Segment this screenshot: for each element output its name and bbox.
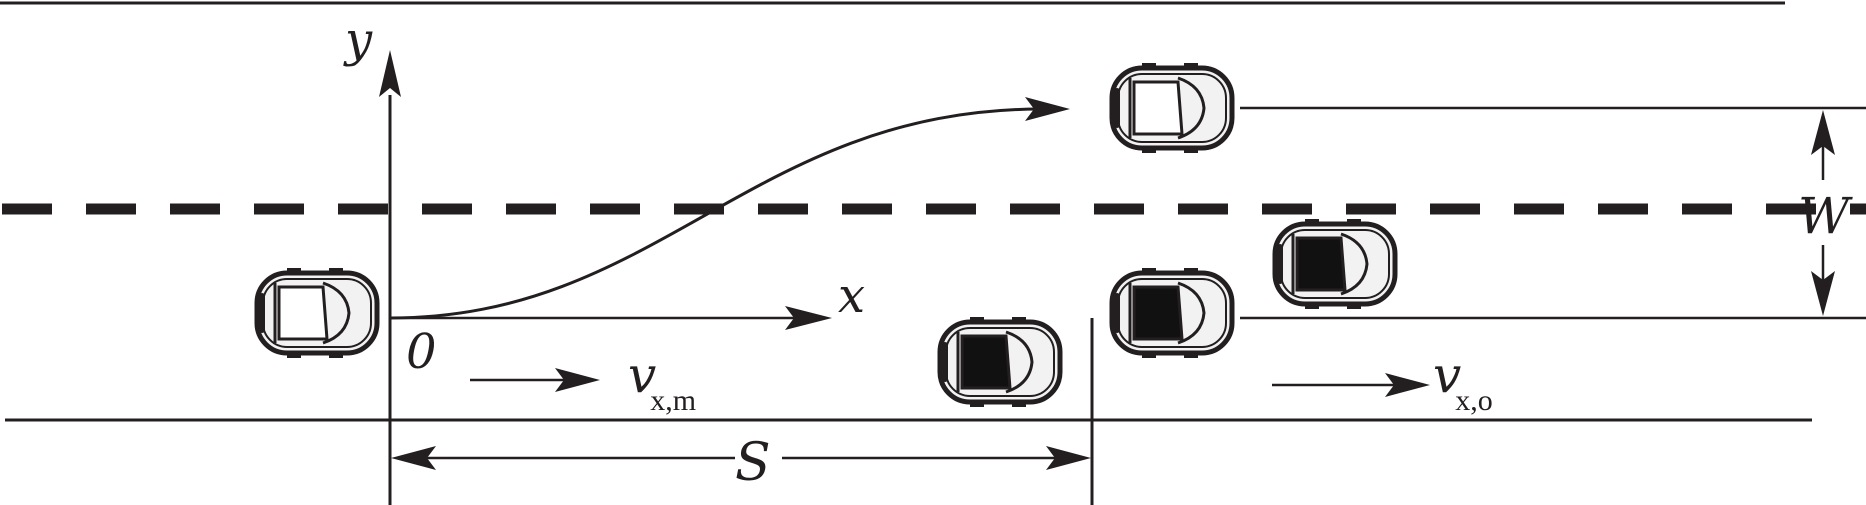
trajectory-curve xyxy=(389,107,1041,320)
velocity-merge-label: vx,m xyxy=(628,346,696,417)
width-label: W xyxy=(1798,187,1853,245)
origin-label: 0 xyxy=(406,324,437,380)
distance-label: S xyxy=(735,433,771,493)
car-icon xyxy=(1112,268,1232,358)
x-axis-arrow-icon xyxy=(785,306,832,330)
car-icon xyxy=(257,268,377,358)
y-axis-arrow-icon xyxy=(379,50,401,97)
velocity-other-label: vx,o xyxy=(1433,346,1493,417)
width-arrow-up-icon xyxy=(1811,110,1835,155)
velocity-arrow-merge-icon xyxy=(555,368,600,392)
y-axis-label: y xyxy=(343,12,373,68)
car-icon xyxy=(1275,219,1395,309)
distance-arrow-right-icon xyxy=(1046,446,1091,470)
width-arrow-down-icon xyxy=(1811,271,1835,316)
car-icon xyxy=(940,317,1060,407)
trajectory-arrow-icon xyxy=(1025,97,1070,121)
x-axis-label: x xyxy=(838,268,865,324)
car-icon xyxy=(1112,63,1232,153)
velocity-arrow-other-icon xyxy=(1385,373,1430,397)
distance-arrow-left-icon xyxy=(391,446,436,470)
